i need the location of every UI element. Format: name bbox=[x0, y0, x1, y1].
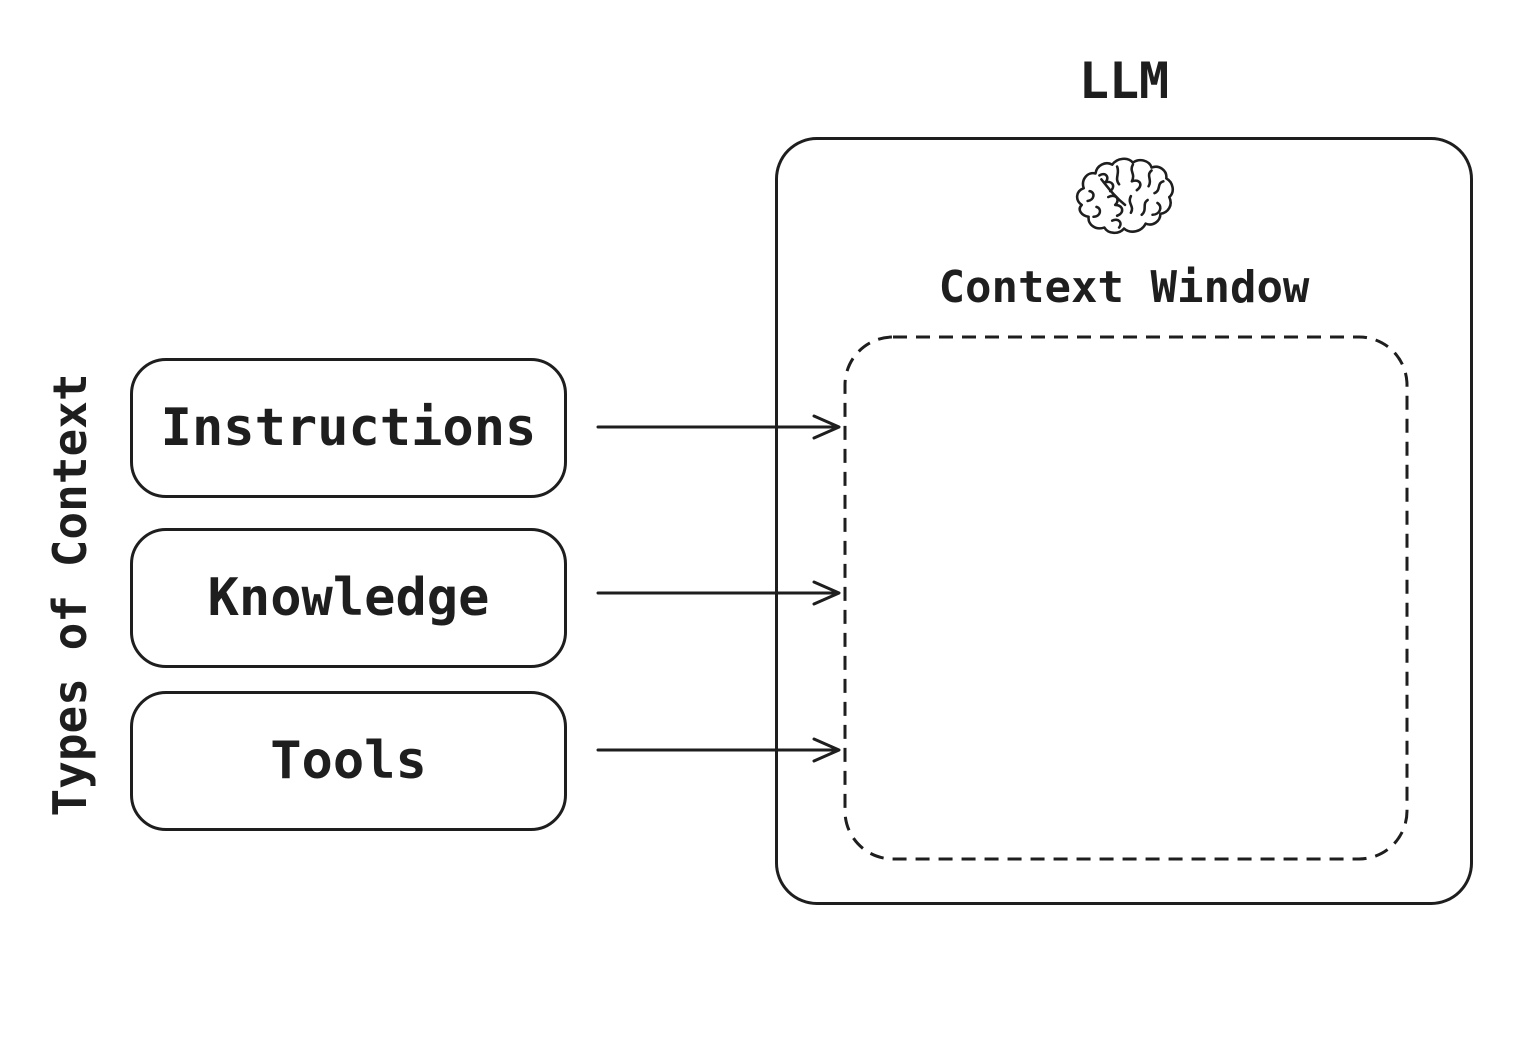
context-window-area bbox=[843, 335, 1409, 861]
tools-box: Tools bbox=[130, 691, 567, 831]
instructions-box: Instructions bbox=[130, 358, 567, 498]
knowledge-label: Knowledge bbox=[207, 568, 490, 628]
llm-title: LLM bbox=[1078, 52, 1170, 110]
arrow-knowledge-to-context-window bbox=[596, 580, 841, 606]
brain-icon bbox=[1075, 157, 1175, 235]
llm-box: Context Window bbox=[775, 137, 1473, 905]
tools-label: Tools bbox=[270, 731, 427, 791]
context-window-label: Context Window bbox=[938, 262, 1310, 313]
arrow-tools-to-context-window bbox=[596, 737, 841, 763]
types-of-context-label: Types of Context bbox=[43, 373, 97, 817]
instructions-label: Instructions bbox=[160, 398, 537, 458]
arrow-instructions-to-context-window bbox=[596, 414, 841, 440]
knowledge-box: Knowledge bbox=[130, 528, 567, 668]
